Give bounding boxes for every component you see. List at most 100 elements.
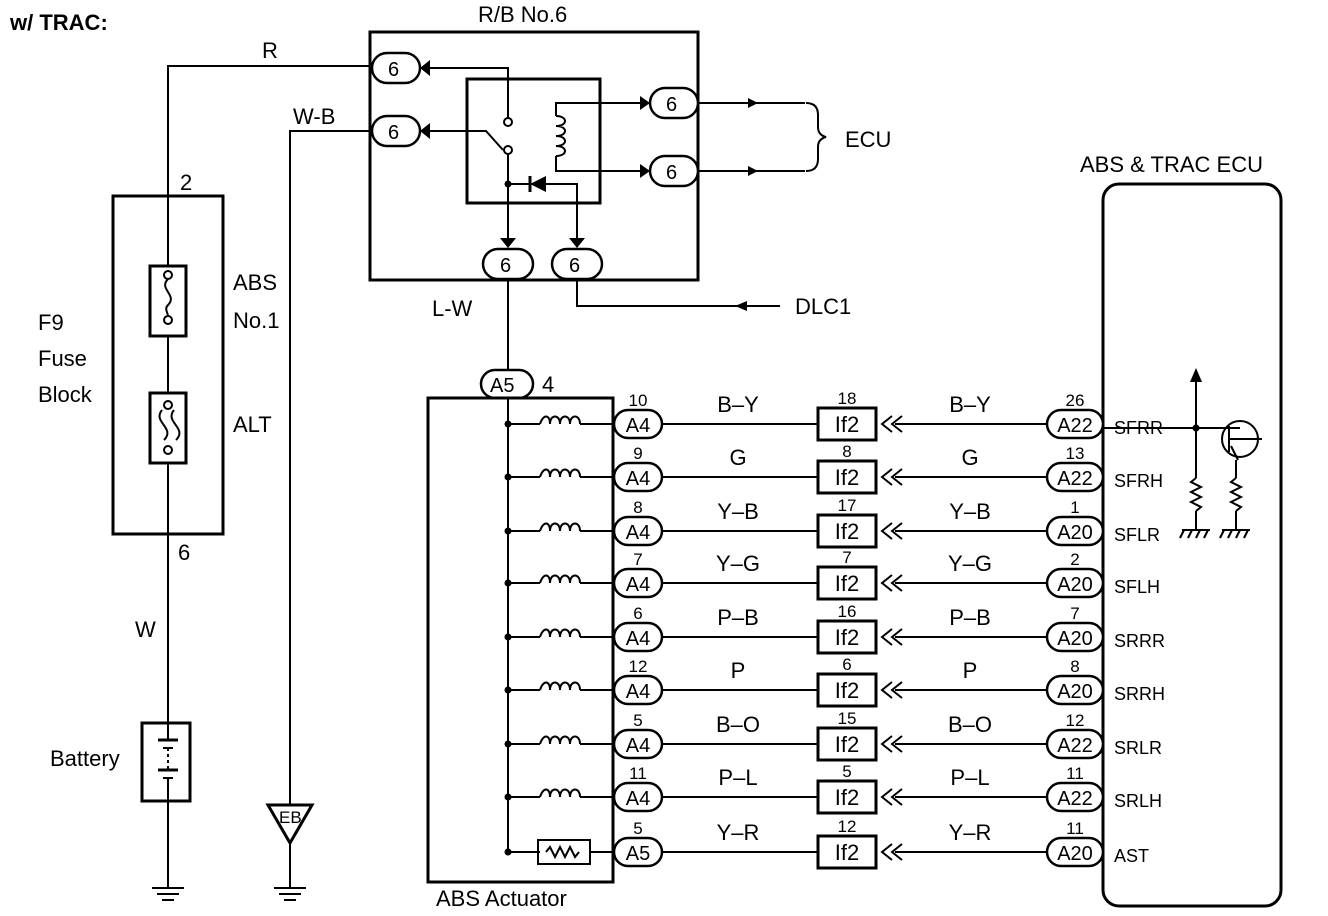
junction-connector-label: If2: [835, 840, 859, 865]
actuator-connector-label: A4: [626, 788, 650, 810]
junction-connector-label: If2: [835, 785, 859, 810]
ecu-signal-name: SRRH: [1114, 684, 1165, 704]
junction-connector: [816, 619, 878, 655]
variant-label: w/ TRAC:: [9, 10, 108, 35]
ecu-box: [1101, 182, 1283, 908]
wire-color-left: G: [729, 445, 746, 470]
ecu-signal-name: SRRR: [1114, 631, 1165, 651]
actuator-pin-number: 8: [633, 498, 642, 517]
ecu-connector-label: A20: [1057, 628, 1093, 650]
actuator-connector-label: A4: [626, 628, 650, 650]
relay-diode-icon: [508, 176, 578, 238]
ecu-connector-label: A20: [1057, 574, 1093, 596]
junction-pin-number: 7: [842, 548, 851, 567]
ecu-signal-name: SFRH: [1114, 471, 1163, 491]
svg-text:6: 6: [388, 122, 399, 144]
wire-color-right: P–B: [949, 605, 991, 630]
rb-connector-ecu-2: 6: [640, 154, 700, 188]
rb-connector-wb: 6: [370, 114, 430, 148]
wire-color-right: P: [963, 658, 978, 683]
junction-pin-number: 15: [838, 709, 857, 728]
svg-text:6: 6: [666, 94, 677, 116]
relay-block-name: R/B No.6: [478, 2, 567, 27]
wire-color-right: Y–G: [948, 551, 992, 576]
resistor-icon: [537, 839, 591, 865]
junction-connector-label: If2: [835, 678, 859, 703]
ecu-connector: [1045, 728, 1105, 760]
ecu-transistor-icon: [1103, 368, 1262, 539]
ecu-connector-label: A22: [1057, 735, 1093, 757]
fuse-bottom-pin: 6: [178, 540, 190, 565]
ecu-connector: [1045, 461, 1105, 493]
ecu-signal-name: AST: [1114, 846, 1149, 866]
actuator-name: ABS Actuator: [436, 886, 567, 911]
ecu-name: ABS & TRAC ECU: [1080, 152, 1263, 177]
wire-color-right: Y–B: [949, 499, 991, 524]
ecu-connector-label: A20: [1057, 843, 1093, 865]
junction-pin-number: 16: [838, 602, 857, 621]
actuator-pin-number: 6: [633, 604, 642, 623]
junction-connector: [816, 565, 878, 601]
ecu-pin-number: 11: [1066, 764, 1084, 783]
ecu-signal-name: SFRR: [1114, 418, 1163, 438]
rb-connector-ecu-1: 6: [640, 86, 700, 120]
svg-text:F9: F9: [38, 310, 64, 335]
svg-text:Block: Block: [38, 382, 93, 407]
junction-pin-number: 12: [838, 817, 857, 836]
ecu-connector-label: A22: [1057, 788, 1093, 810]
junction-connector-label: If2: [835, 465, 859, 490]
ecu-connector: [1045, 408, 1105, 440]
dlc-connection: DLC1: [576, 279, 851, 319]
rb-connector-dlc: 6: [550, 238, 604, 281]
ground-icon: [152, 887, 184, 901]
wire-color-right: B–Y: [949, 392, 991, 417]
fuse-block-name: F9 Fuse Block: [38, 310, 93, 407]
svg-text:Fuse: Fuse: [38, 346, 87, 371]
junction-connector: [816, 834, 878, 870]
wire-color-left: B–Y: [717, 392, 759, 417]
ecu-signal-name: SFLH: [1114, 577, 1160, 597]
connector-chevron-icon: [880, 468, 903, 486]
ecu-pin-number: 8: [1070, 657, 1079, 676]
wire-color-right: P–L: [950, 765, 989, 790]
wire-color-left: P: [731, 658, 746, 683]
actuator-connector-label: A4: [626, 415, 650, 437]
actuator-connector-label: A4: [626, 468, 650, 490]
dlc-label: DLC1: [795, 294, 851, 319]
junction-connector-label: If2: [835, 519, 859, 544]
junction-connector: [816, 726, 878, 762]
svg-text:6: 6: [569, 255, 580, 277]
junction-connector: [816, 513, 878, 549]
ecu-pin-number: 2: [1070, 550, 1079, 569]
actuator-connector-label: A4: [626, 735, 650, 757]
svg-text:A5: A5: [490, 375, 514, 397]
actuator-connector-label: A5: [626, 843, 650, 865]
relay-coil-icon: [555, 102, 640, 172]
actuator-connector-label: A4: [626, 681, 650, 703]
ecu-connector-label: A22: [1057, 415, 1093, 437]
ecu-connector-label: A20: [1057, 681, 1093, 703]
wire-r: [167, 65, 372, 196]
ecu-connector: [1045, 674, 1105, 706]
wire-lw-label: L-W: [432, 296, 473, 321]
actuator-connector-a5: A5: [479, 368, 535, 400]
ecu-connector: [1045, 621, 1105, 653]
fuse-alt-label: ALT: [233, 412, 272, 437]
fuse-alt-icon: [148, 391, 188, 465]
junction-pin-number: 8: [842, 442, 851, 461]
ecu-connector-label: A22: [1057, 468, 1093, 490]
solenoid-coil-icon: [539, 735, 581, 745]
ecu-connector: [1045, 781, 1105, 813]
ecu-reference: ECU: [698, 98, 891, 176]
rb-connector-r: 6: [370, 51, 430, 85]
solenoid-coil-icon: [539, 788, 581, 798]
actuator-pin-number: 9: [633, 444, 642, 463]
connector-chevron-icon: [880, 788, 903, 806]
ecu-signal-name: SRLH: [1114, 791, 1162, 811]
connector-chevron-icon: [880, 522, 903, 540]
